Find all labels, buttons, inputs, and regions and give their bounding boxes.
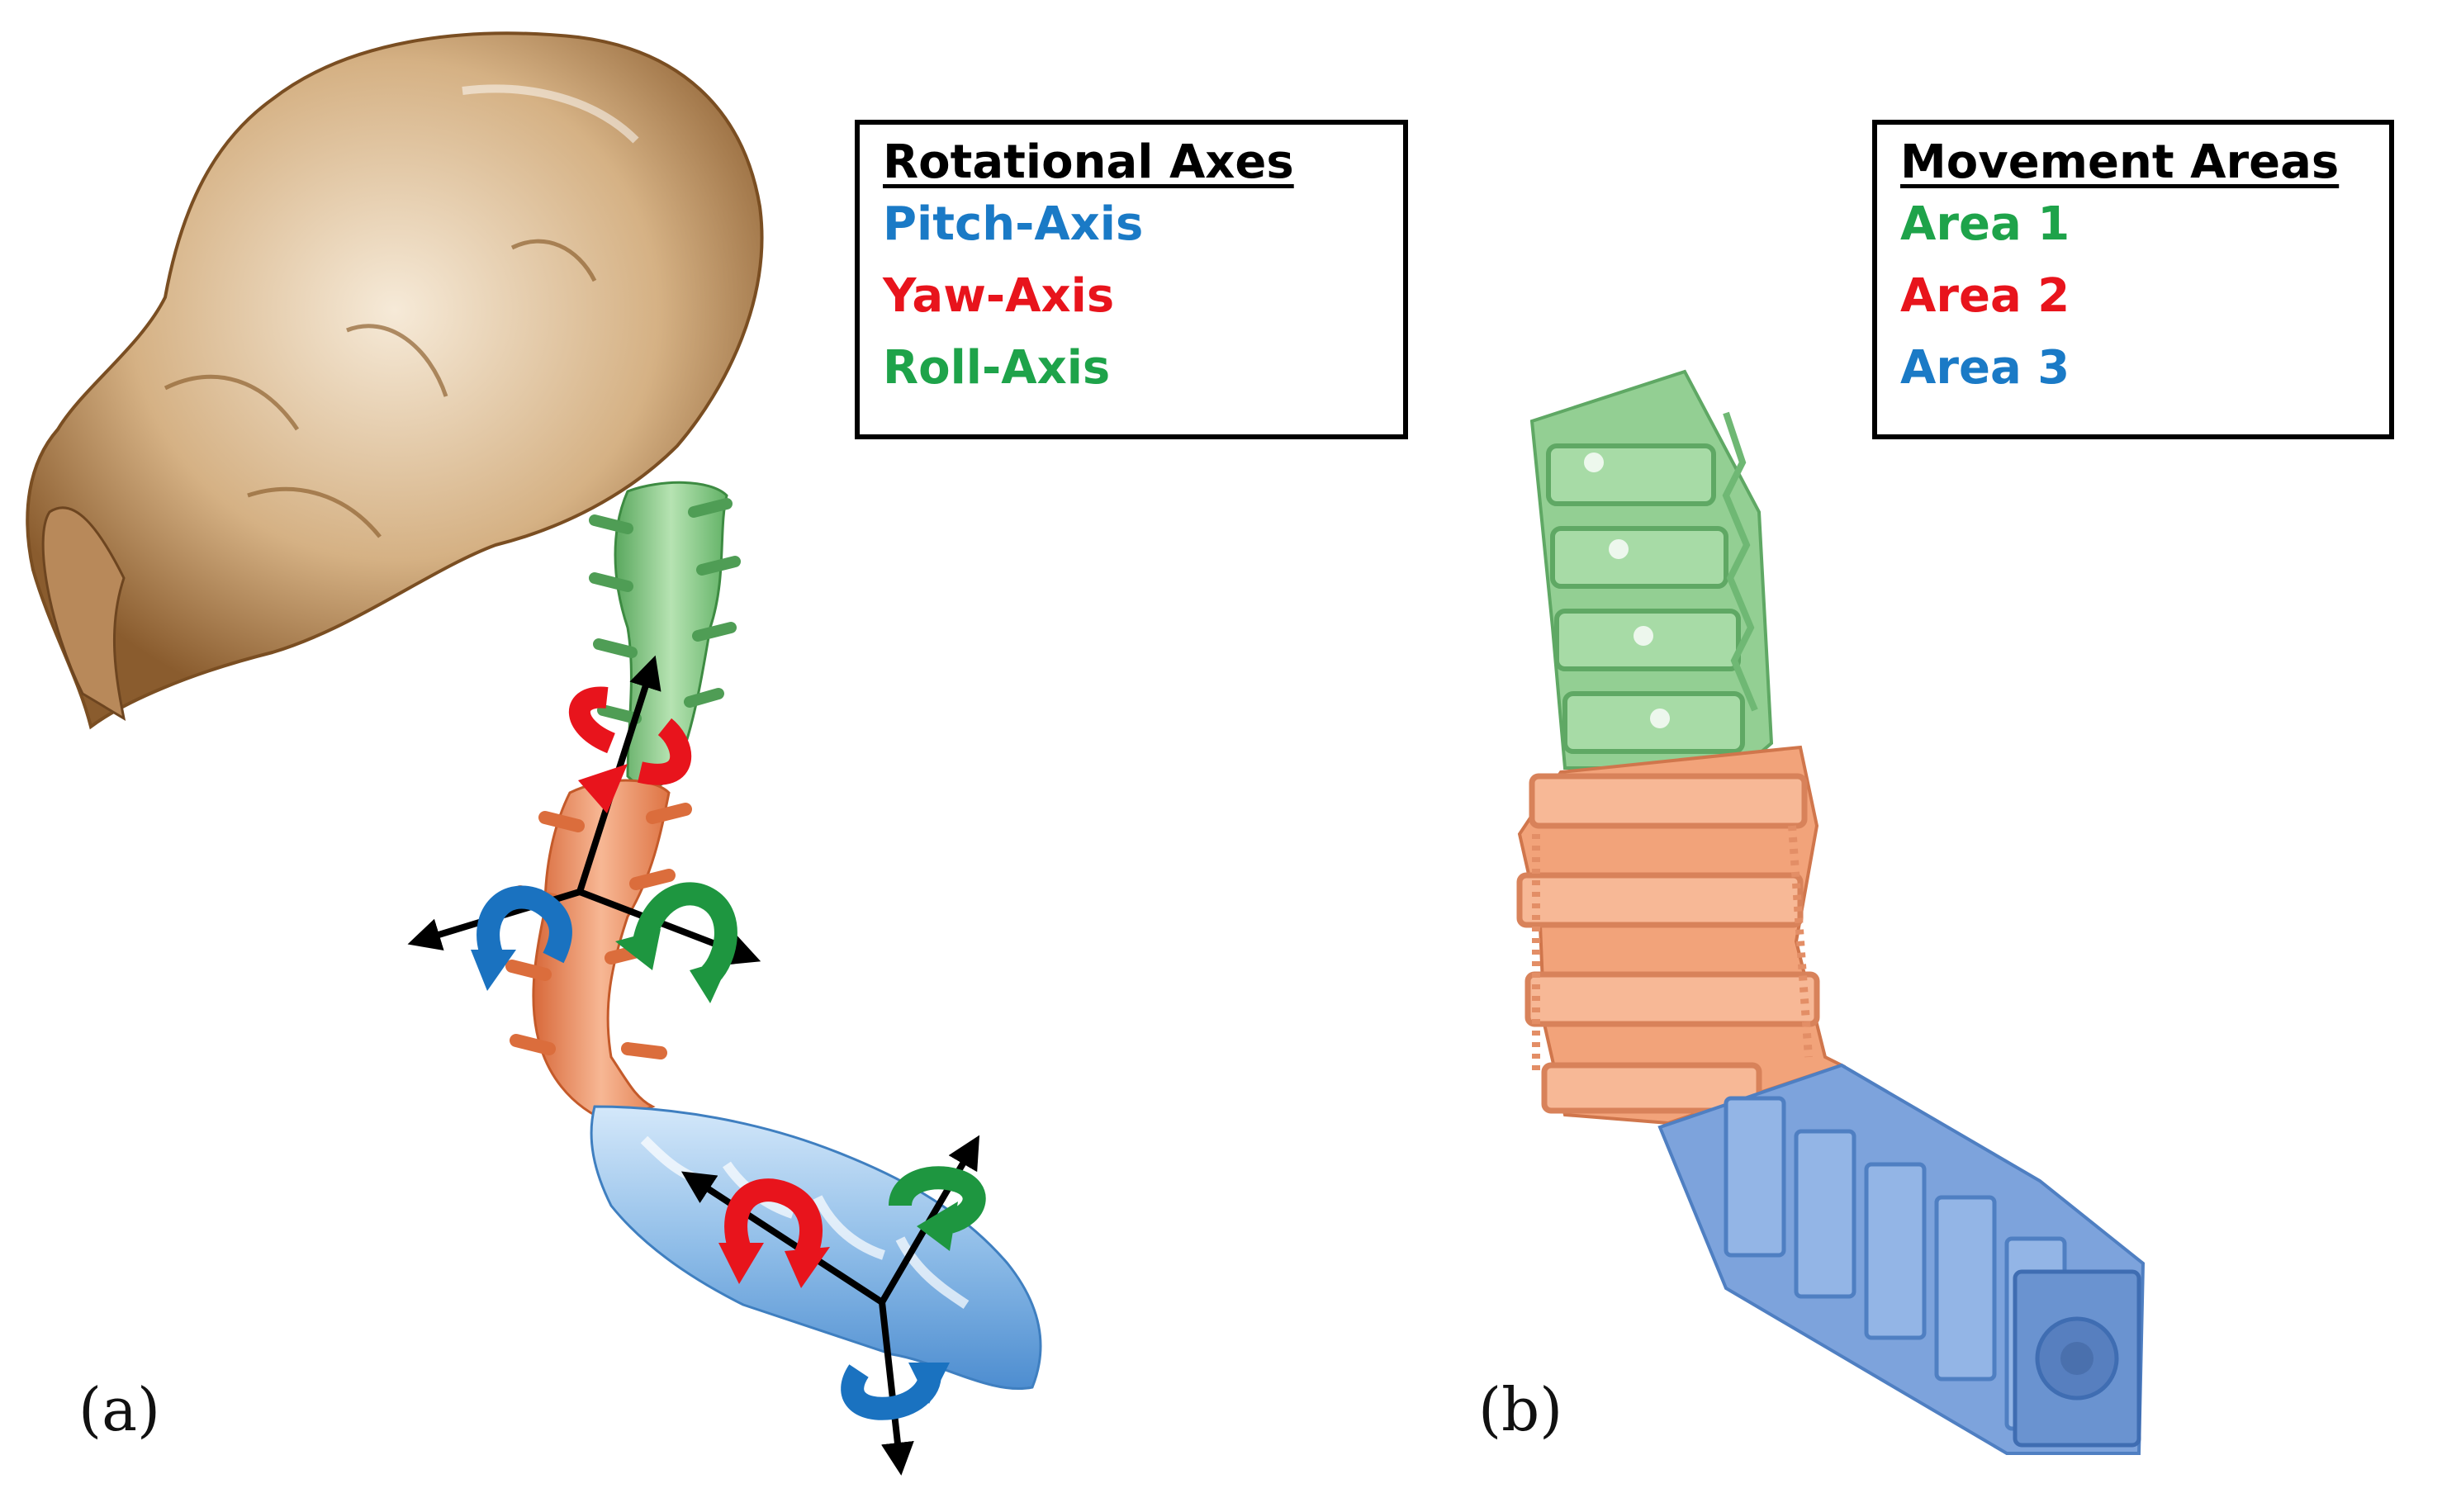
panel-label-b: (b) xyxy=(1478,1375,1563,1444)
lower-pitch-rotation-arrow xyxy=(841,1363,950,1420)
legend-item-yaw-axis: Yaw-Axis xyxy=(883,269,1115,324)
robot-area-2 xyxy=(1516,745,1847,1126)
cervical-spine-green xyxy=(589,481,741,789)
legend-title: Rotational Axes xyxy=(883,135,1294,189)
thoracic-spine-orange xyxy=(505,779,692,1125)
legend-movement-areas: Movement Areas Area 1 Area 2 Area 3 xyxy=(1872,120,2394,439)
lower-yaw-axis-line xyxy=(879,1301,914,1476)
legend-item-roll-axis: Roll-Axis xyxy=(883,340,1111,395)
legend-item-area-3: Area 3 xyxy=(1900,340,2070,395)
legend-rotational-axes: Rotational Axes Pitch-Axis Yaw-Axis Roll… xyxy=(855,120,1408,439)
robot-area-1 xyxy=(1529,369,1774,770)
upper-yaw-rotation-arrow xyxy=(568,686,692,813)
lower-pitch-axis-line xyxy=(680,1171,884,1306)
upper-axis-system xyxy=(407,655,761,1003)
upper-roll-rotation-arrow xyxy=(615,882,737,1003)
skull xyxy=(26,31,764,730)
lower-axis-system xyxy=(680,1135,986,1476)
legend-title: Movement Areas xyxy=(1900,135,2340,189)
panel-a-illustration xyxy=(26,31,1042,1476)
legend-item-pitch-axis: Pitch-Axis xyxy=(883,197,1144,252)
panel-label-a: (a) xyxy=(78,1375,161,1444)
legend-item-area-1: Area 1 xyxy=(1900,197,2070,252)
panel-b-robot-spine xyxy=(1516,369,2146,1455)
lower-yaw-rotation-arrow xyxy=(718,1178,830,1288)
robot-area-3 xyxy=(1657,1063,2146,1455)
legend-item-area-2: Area 2 xyxy=(1900,269,2070,324)
lower-roll-rotation-arrow xyxy=(889,1166,986,1251)
upper-pitch-rotation-arrow xyxy=(471,885,572,991)
